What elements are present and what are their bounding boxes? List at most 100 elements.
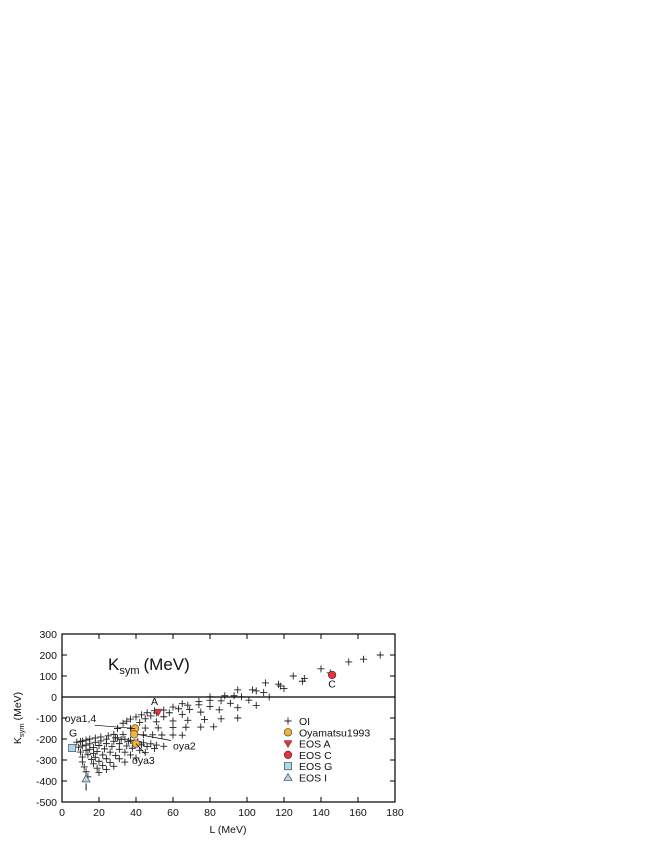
oi-point xyxy=(110,737,118,745)
plus-stroke xyxy=(128,744,136,752)
oi-point xyxy=(89,744,97,752)
plus-stroke xyxy=(132,713,140,721)
oi-point xyxy=(119,719,127,727)
series-eos-a xyxy=(153,708,163,717)
y-axis-label: Ksym(MeV) xyxy=(12,692,26,744)
y-tick-label: 300 xyxy=(39,629,57,641)
oi-point xyxy=(141,724,149,732)
plus-stroke xyxy=(126,751,134,759)
x-tick-label: 100 xyxy=(238,807,256,819)
x-tick-label: 120 xyxy=(275,807,293,819)
plus-stroke xyxy=(89,744,97,752)
plus-stroke xyxy=(345,658,353,666)
plus-stroke xyxy=(169,731,177,739)
plus-stroke xyxy=(126,715,134,723)
plus-stroke xyxy=(178,700,186,708)
plus-stroke xyxy=(95,757,103,765)
oi-point xyxy=(262,679,269,687)
plus-stroke xyxy=(106,748,114,756)
plus-stroke xyxy=(110,737,118,745)
oi-point xyxy=(132,754,140,762)
oi-point xyxy=(345,658,353,666)
legend-label: EOS I xyxy=(299,773,327,785)
oi-point xyxy=(102,765,110,773)
oi-point xyxy=(226,699,234,707)
oi-point xyxy=(119,731,127,739)
plus-stroke xyxy=(151,744,158,752)
legend-label: EOS A xyxy=(299,739,331,751)
plus-stroke xyxy=(184,716,192,724)
oi-point xyxy=(75,743,83,751)
oi-point xyxy=(152,741,160,749)
oi-point xyxy=(215,706,223,714)
oi-point xyxy=(102,735,110,743)
oi-point xyxy=(132,713,140,721)
oi-point xyxy=(160,713,168,721)
plus-stroke xyxy=(147,740,155,748)
plus-stroke xyxy=(169,703,177,711)
oi-point xyxy=(86,735,94,743)
y-tick-label: -300 xyxy=(36,755,57,767)
oi-point xyxy=(115,755,123,763)
oi-point xyxy=(91,734,99,742)
oi-point xyxy=(99,761,107,769)
y-tick-label: 200 xyxy=(39,650,57,662)
oi-point xyxy=(197,708,205,716)
oi-point xyxy=(126,715,134,723)
oi-point xyxy=(84,751,92,759)
series-eos-g xyxy=(68,744,77,752)
series-eos-c xyxy=(328,670,337,680)
oi-point xyxy=(95,769,103,777)
legend-marker xyxy=(284,762,292,771)
plus-stroke xyxy=(106,759,114,767)
oi-point xyxy=(249,686,257,694)
plus-stroke xyxy=(195,697,203,705)
y-tick-label: -500 xyxy=(36,797,57,809)
oi-point xyxy=(260,689,268,697)
data-point xyxy=(130,730,139,739)
plus-stroke xyxy=(274,680,282,688)
oi-point xyxy=(141,715,149,723)
oi-point xyxy=(154,724,162,732)
annotation-arrow xyxy=(137,734,172,741)
plus-stroke xyxy=(93,764,101,772)
plus-stroke xyxy=(143,709,151,717)
plus-stroke xyxy=(284,717,292,725)
plus-stroke xyxy=(160,742,168,750)
annotation-arrow xyxy=(94,724,136,729)
legend-label: OI xyxy=(299,716,310,728)
x-tick-label: 180 xyxy=(386,807,404,819)
y-tick-label: -400 xyxy=(36,776,57,788)
plus-stroke xyxy=(210,723,218,731)
oi-point xyxy=(317,665,325,673)
oi-point xyxy=(252,687,260,695)
plus-stroke xyxy=(80,763,88,771)
oi-point xyxy=(114,734,121,742)
plus-stroke xyxy=(184,701,192,709)
oi-point xyxy=(82,768,90,776)
plus-stroke xyxy=(138,711,146,719)
oi-point xyxy=(99,751,107,759)
oi-point xyxy=(230,692,238,700)
plus-stroke xyxy=(178,710,186,718)
oi-point xyxy=(376,651,384,659)
oi-point xyxy=(95,742,103,750)
plus-stroke xyxy=(360,655,368,663)
plus-stroke xyxy=(104,732,112,740)
oi-point xyxy=(78,737,86,745)
plus-stroke xyxy=(221,692,229,700)
plus-stroke xyxy=(121,748,129,756)
oi-point xyxy=(139,739,147,747)
oi-point xyxy=(121,758,129,766)
oi-point xyxy=(280,685,288,693)
oi-point xyxy=(128,744,136,752)
plus-stroke xyxy=(99,751,107,759)
x-tick-label: 20 xyxy=(93,807,105,819)
plus-stroke xyxy=(178,731,186,739)
oi-point xyxy=(114,725,121,732)
oi-point xyxy=(115,740,123,748)
oi-point xyxy=(112,752,120,760)
plus-stroke xyxy=(126,736,134,744)
legend-label: EOS G xyxy=(299,761,332,773)
oi-point xyxy=(110,730,118,738)
